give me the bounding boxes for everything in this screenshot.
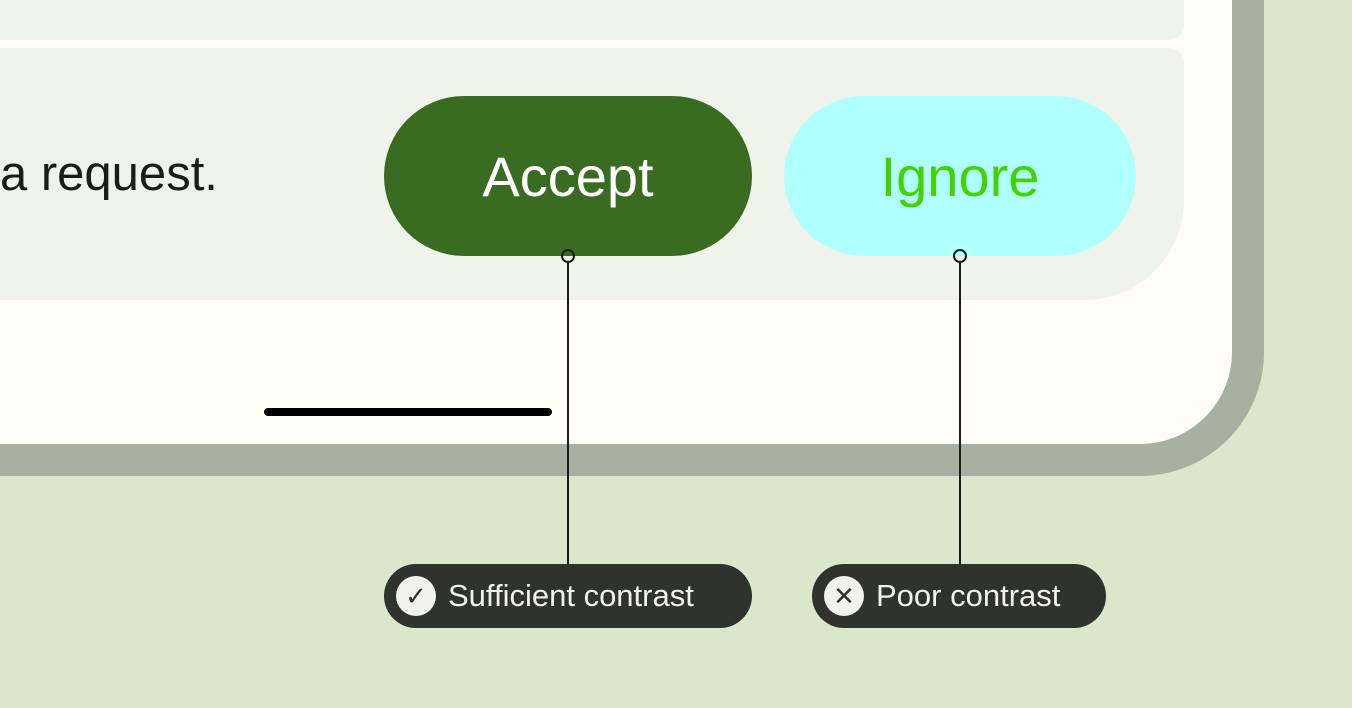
poor-contrast-label: ✕ Poor contrast: [812, 564, 1106, 628]
annotation-anchor-dot: [953, 249, 967, 263]
annotation-anchor-dot: [561, 249, 575, 263]
top-card: [0, 0, 1184, 40]
annotation-leader-line: [959, 262, 961, 564]
annotation-text: Sufficient contrast: [448, 578, 694, 613]
request-message: a request.: [0, 147, 218, 201]
sufficient-contrast-label: ✓ Sufficient contrast: [384, 564, 752, 628]
annotation-text: Poor contrast: [876, 578, 1061, 613]
accept-button[interactable]: Accept: [384, 96, 752, 256]
x-circle-icon: ✕: [824, 576, 864, 616]
home-indicator[interactable]: [264, 408, 552, 416]
check-circle-icon: ✓: [396, 576, 436, 616]
annotation-leader-line: [567, 262, 569, 564]
ignore-button[interactable]: Ignore: [784, 96, 1136, 256]
